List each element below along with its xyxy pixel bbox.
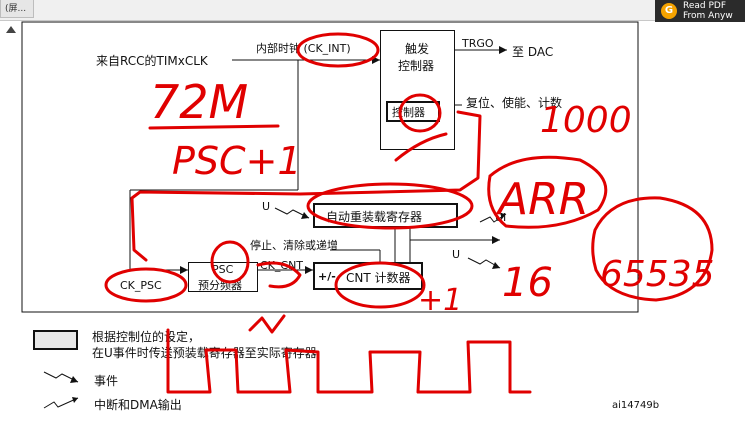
psc-line2: 预分频器 — [198, 279, 242, 292]
trgo-label: TRGO — [462, 37, 494, 50]
legend-preload-text-2: 在U事件时传送预装载寄存器至实际寄存器 — [92, 346, 317, 360]
u-label-cnt: U — [452, 248, 461, 261]
ck-psc-label: CK_PSC — [120, 279, 162, 292]
internal-clock-label: 内部时钟 (CK_INT) — [256, 42, 351, 55]
cnt-counter-label: CNT 计数器 — [346, 271, 411, 285]
legend-event-label: 事件 — [94, 374, 119, 388]
page-bottom-strip — [0, 413, 745, 425]
controller-box-label: 控制器 — [392, 106, 425, 119]
trigger-controller-line1: 触发 — [405, 42, 430, 56]
trigger-controller-line2: 控制器 — [398, 59, 435, 73]
psc-line1: PSC — [212, 263, 234, 276]
reset-enable-count-label: 复位、使能、计数 — [466, 96, 563, 110]
read-pdf-ad[interactable]: G Read PDF From Anyw — [655, 0, 745, 22]
window-topbar — [0, 0, 745, 21]
u-label-arr: U — [262, 200, 271, 213]
figure-id-label: ai14749b — [612, 400, 660, 411]
ck-cnt-label: CK_CNT — [260, 259, 304, 272]
document-tab[interactable]: (屏... — [0, 0, 34, 18]
to-dac-label: 至 DAC — [512, 45, 554, 59]
scroll-up-icon[interactable] — [6, 26, 16, 33]
ui-label: UI — [495, 211, 507, 224]
ad-line-2: From Anyw — [683, 11, 733, 21]
plus-minus-label: +/- — [318, 270, 336, 283]
legend-preload-box — [33, 330, 78, 350]
legend-interrupt-dma-label: 中断和DMA输出 — [94, 398, 182, 412]
rcc-clock-label: 来自RCC的TIMxCLK — [96, 54, 208, 68]
ad-logo-icon: G — [661, 3, 677, 19]
stop-clear-increment-label: 停止、清除或递增 — [250, 239, 338, 252]
legend-preload-text-1: 根据控制位的设定， — [92, 330, 201, 344]
autoreload-register-label: 自动重装载寄存器 — [326, 210, 423, 224]
ad-line-1: Read PDF — [683, 1, 727, 11]
